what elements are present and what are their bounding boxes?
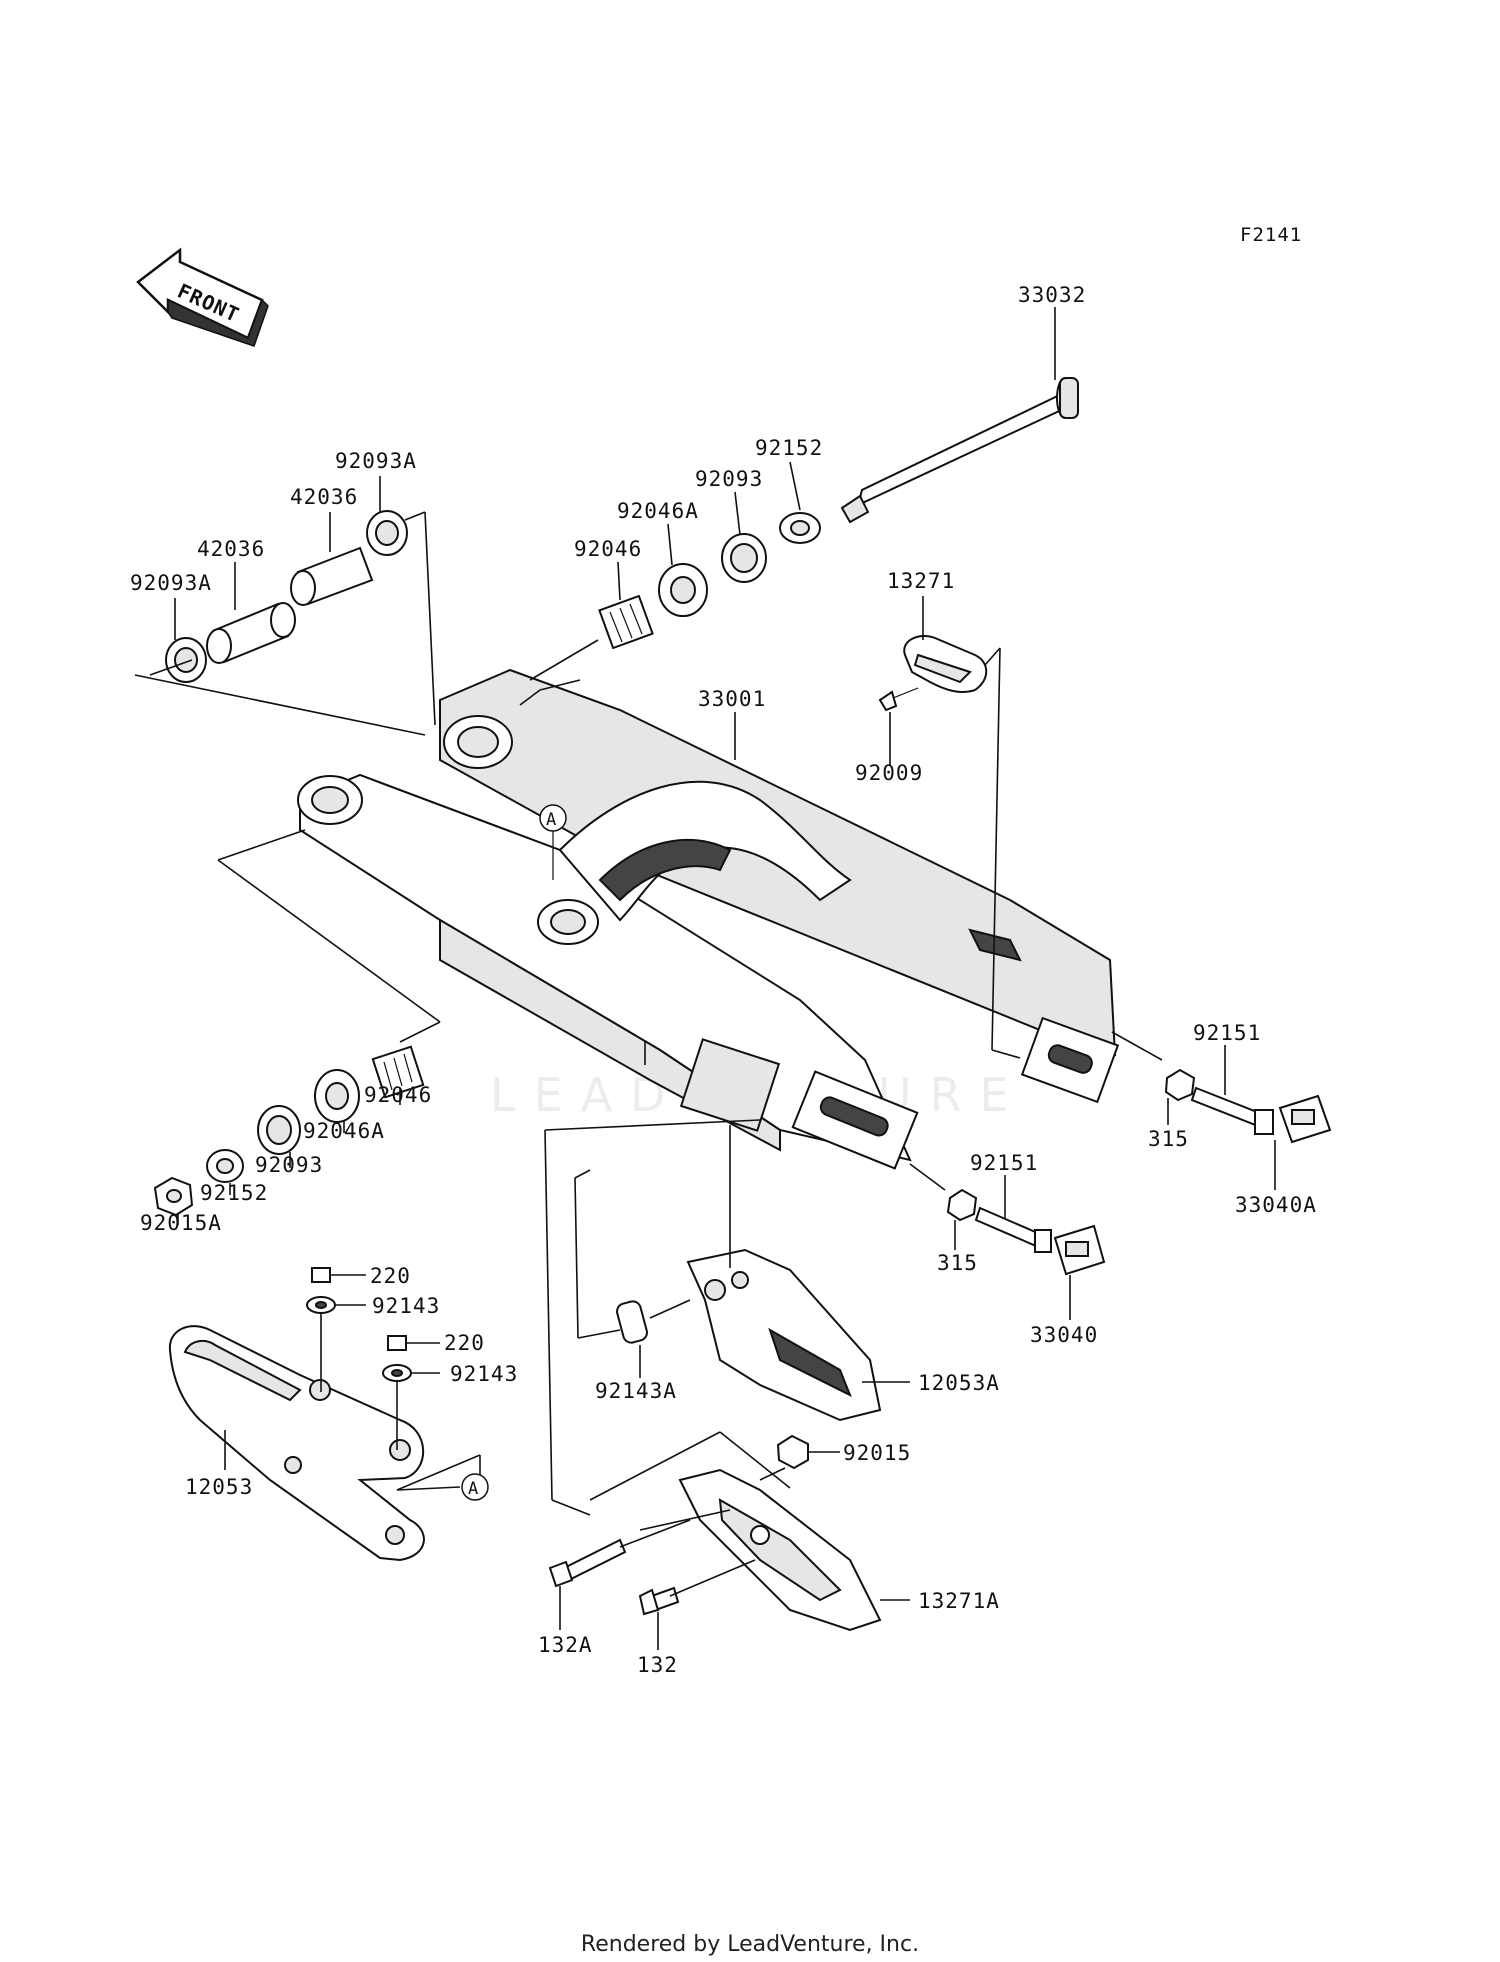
label-12053A: 12053A [918,1371,1000,1395]
swingarm-body [297,668,1120,1170]
label-92151-right: 92151 [1193,1021,1261,1045]
label-132A: 132A [538,1633,593,1657]
part-labels: 33032 92152 92093 92046A 92046 92093A 42… [130,283,1317,1677]
label-33040A: 33040A [1235,1193,1317,1217]
callout-letter: A [468,1479,479,1499]
label-92152-top: 92152 [755,436,823,460]
label-42036-mid: 42036 [197,537,265,561]
leader-lines [134,307,1276,1650]
bolt-92151-right [1190,1086,1264,1128]
screw-220-a [311,1267,331,1283]
label-220-a: 220 [370,1264,411,1288]
chain-guard-12053 [168,1325,425,1562]
label-315-mid: 315 [937,1251,978,1275]
pivot-shaft-33032 [840,377,1079,524]
label-42036-top: 42036 [290,485,358,509]
label-92143-a: 92143 [372,1294,440,1318]
label-220-b: 220 [444,1331,485,1355]
label-92093-top: 92093 [695,467,763,491]
nut-92015 [776,1434,809,1470]
label-92015: 92015 [843,1441,911,1465]
label-13271: 13271 [887,569,955,593]
label-92009: 92009 [855,761,923,785]
collar-92143A [616,1300,648,1344]
callout-letter: A [546,810,557,830]
label-92143-b: 92143 [450,1362,518,1386]
label-92152-bot: 92152 [200,1181,268,1205]
label-33040: 33040 [1030,1323,1098,1347]
nut-315-mid [946,1188,978,1222]
label-315-right: 315 [1148,1127,1189,1151]
label-92046-bot: 92046 [364,1083,432,1107]
label-92151-mid: 92151 [970,1151,1038,1175]
callout-a-upper: A [539,804,567,880]
bolt-92151-mid [974,1206,1042,1248]
chain-slider-12053A [686,1248,882,1422]
label-92143A: 92143A [595,1379,677,1403]
plate-13271 [878,635,988,712]
label-92046-top: 92046 [574,537,642,561]
screw-220-b [387,1335,407,1351]
label-92046A-bot: 92046A [303,1119,385,1143]
front-arrow-icon: FRONT [136,247,269,347]
footer-credit: Rendered by LeadVenture, Inc. [580,1932,920,1957]
callout-a-lower: A [461,1473,489,1501]
figure-code: F2141 [1240,224,1303,246]
label-92093-bot: 92093 [255,1153,323,1177]
label-13271A: 13271A [918,1589,1000,1613]
label-33032: 33032 [1018,283,1086,307]
label-92093A-left: 92093A [130,571,212,595]
label-92046A-top: 92046A [617,499,699,523]
label-92093A-top: 92093A [335,449,417,473]
label-33001: 33001 [698,687,766,711]
label-12053: 12053 [185,1475,253,1499]
nut-315-right [1164,1068,1196,1102]
chain-guide-13271A [678,1468,882,1632]
label-132: 132 [637,1653,678,1677]
label-92015A: 92015A [140,1211,222,1235]
